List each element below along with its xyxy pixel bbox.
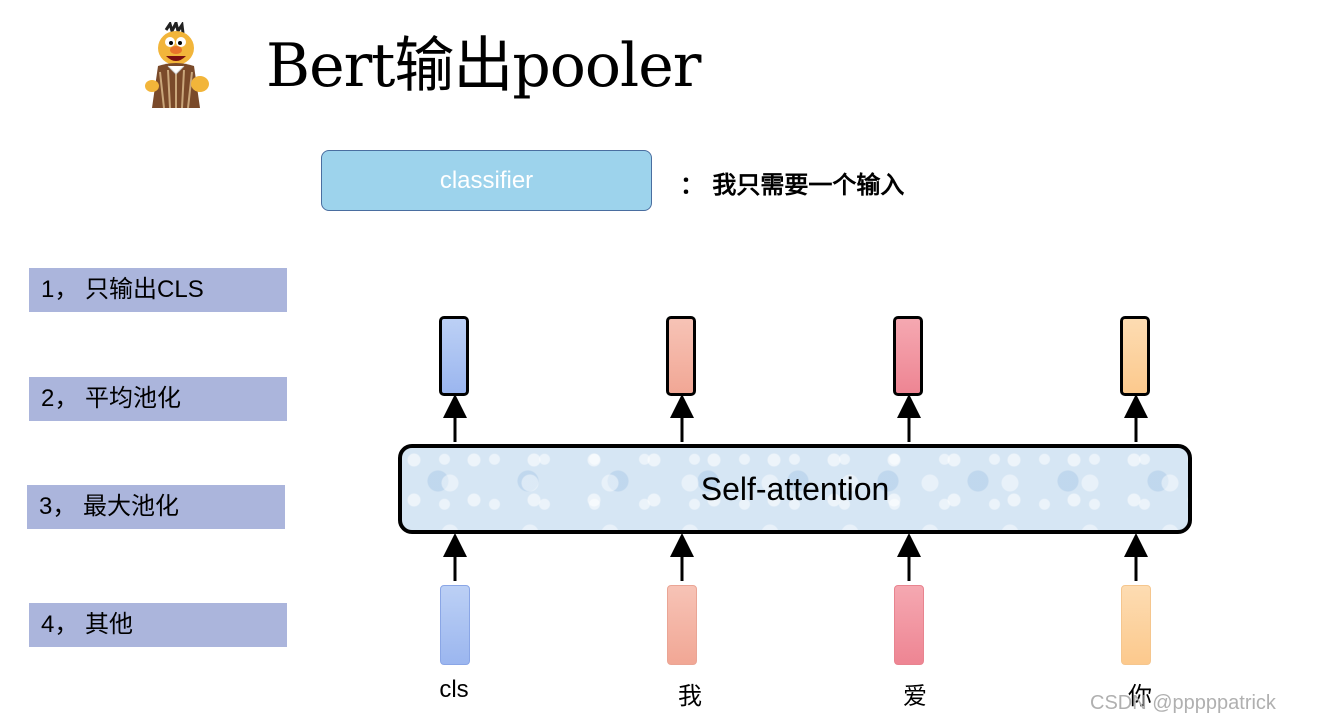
input-vector-cls <box>440 585 470 665</box>
page-title: Bert输出pooler <box>266 31 701 101</box>
input-vector-ai <box>894 585 924 665</box>
token-label-wo: 我 <box>678 683 702 710</box>
classifier-note: ： 我只需要一个输入 <box>680 171 905 199</box>
option-max-pooling: 3， 最大池化 <box>27 485 285 529</box>
option-mean-pooling: 2， 平均池化 <box>29 377 287 421</box>
token-label-ai: 爱 <box>903 683 927 710</box>
token-label-ni: 你 <box>1128 683 1152 710</box>
token-label-cls: cls <box>439 676 469 703</box>
watermark: CSDN @pppppatrick <box>1090 692 1276 714</box>
self-attention-block: Self-attention <box>398 444 1192 534</box>
option-cls: 1， 只输出CLS <box>29 268 287 312</box>
classifier-label: classifier <box>439 166 534 194</box>
input-vector-ni <box>1121 585 1151 665</box>
option-other: 4， 其他 <box>29 603 287 647</box>
classifier-box: classifier <box>321 150 652 211</box>
output-vector-ai <box>893 316 923 396</box>
output-vector-wo <box>666 316 696 396</box>
self-attention-label: Self-attention <box>700 470 890 507</box>
input-vector-wo <box>667 585 697 665</box>
output-vector-cls <box>439 316 469 396</box>
output-vector-ni <box>1120 316 1150 396</box>
bert-muppet-icon <box>138 18 224 114</box>
